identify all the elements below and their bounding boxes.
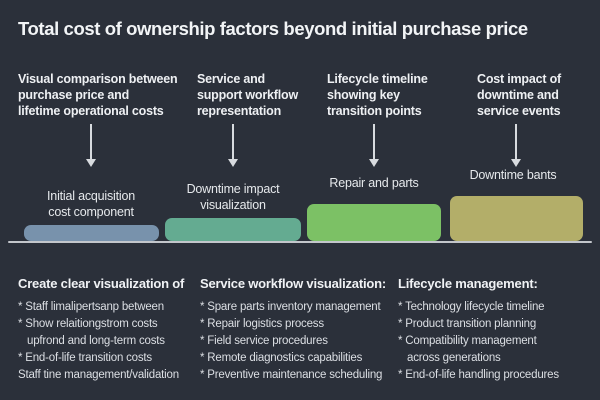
column-header-cost-impact: Cost impact of downtime and service even… bbox=[477, 72, 562, 118]
bar-label-repair-parts: Repair and parts bbox=[329, 176, 419, 190]
section-heading: Lifecycle management: bbox=[398, 276, 538, 291]
section-heading: Create clear visualization of bbox=[18, 276, 185, 291]
list-item: * End-of-life transition costs bbox=[18, 352, 152, 364]
cost-bar-repair-parts bbox=[307, 204, 441, 241]
list-item: * Staff limalipertsanp between bbox=[18, 301, 164, 313]
section-visualization-notes: Create clear visualization of * Staff li… bbox=[18, 276, 198, 384]
list-item: * Field service procedures bbox=[200, 335, 328, 347]
column-header-comparison: Visual comparison between purchase price… bbox=[18, 72, 178, 118]
cost-bar-downtime-bants bbox=[450, 196, 583, 241]
list-item: * Technology lifecycle timeline bbox=[398, 301, 545, 313]
list-item: * Preventive maintenance scheduling bbox=[200, 369, 383, 381]
section-lifecycle-management: Lifecycle management: * Technology lifec… bbox=[398, 276, 592, 384]
list-item: * Show relaitiongstrom costs upfrond and… bbox=[18, 318, 165, 347]
list-item: * End-of-life handling procedures bbox=[398, 369, 559, 381]
list-item: * Compatibility management across genera… bbox=[398, 335, 537, 364]
cost-bar-downtime-impact bbox=[165, 218, 301, 241]
list-item: Staff tine management/validation bbox=[18, 369, 179, 381]
list-item: * Remote diagnostics capabilities bbox=[200, 352, 363, 364]
column-header-service: Service and support workflow representat… bbox=[197, 72, 298, 118]
bar-label-downtime-impact: Downtime impact visualization bbox=[186, 182, 280, 212]
list-item: * Spare parts inventory management bbox=[200, 301, 381, 313]
bar-label-downtime-bants: Downtime bants bbox=[469, 168, 557, 182]
list-item: * Repair logistics process bbox=[200, 318, 324, 330]
section-heading: Service workflow visualization: bbox=[200, 276, 386, 291]
down-arrow-icon bbox=[369, 124, 379, 167]
column-header-lifecycle: Lifecycle timeline showing key transitio… bbox=[327, 72, 428, 118]
baseline-axis bbox=[8, 241, 592, 243]
section-service-workflow: Service workflow visualization: * Spare … bbox=[200, 276, 396, 384]
down-arrow-icon bbox=[511, 124, 521, 167]
down-arrow-icon bbox=[86, 124, 96, 167]
list-item: * Product transition planning bbox=[398, 318, 537, 330]
bar-label-acquisition: Initial acquisition cost component bbox=[47, 189, 135, 219]
cost-bar-acquisition bbox=[24, 225, 159, 241]
down-arrow-icon bbox=[228, 124, 238, 167]
page-title: Total cost of ownership factors beyond i… bbox=[18, 18, 528, 39]
